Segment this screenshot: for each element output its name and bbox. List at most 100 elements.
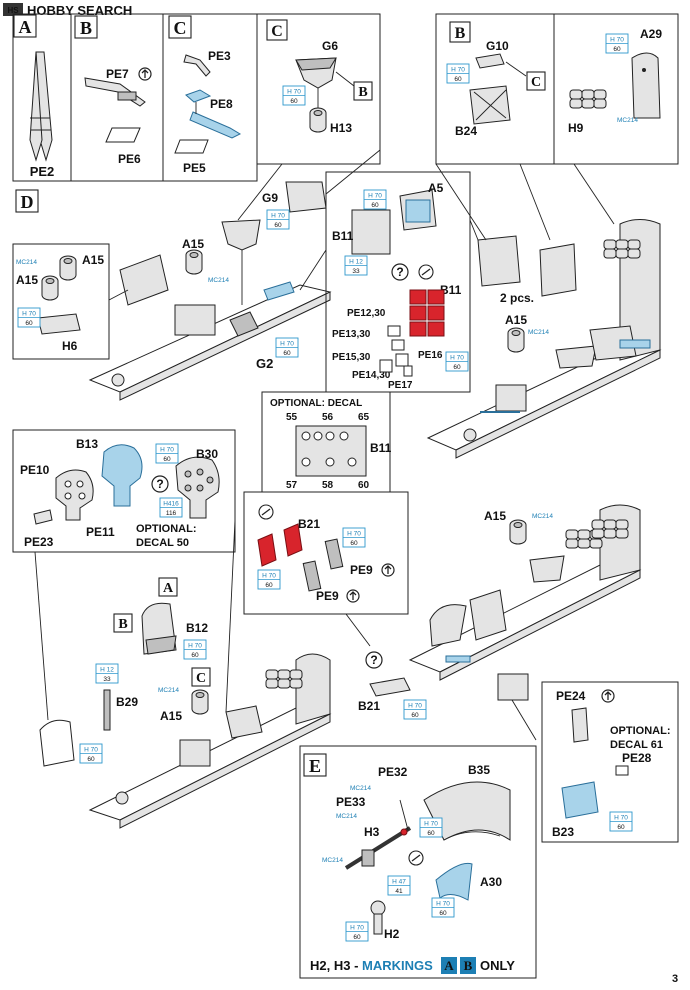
part-b13-drawing (101, 444, 143, 507)
label-pe32: PE32 (378, 765, 408, 779)
svg-text:60: 60 (283, 350, 291, 357)
svg-text:H 70: H 70 (614, 815, 628, 822)
svg-text:60: 60 (163, 456, 171, 463)
svg-text:MC214: MC214 (322, 857, 343, 864)
svg-text:H 70: H 70 (188, 643, 202, 650)
label-h3: H3 (364, 825, 380, 839)
decal-instrument-panel-drawing (295, 425, 367, 477)
ref-letter-b: B (118, 617, 127, 632)
part-h6-drawing (37, 313, 81, 335)
section-letter-b: B (80, 18, 92, 38)
svg-text:41: 41 (395, 888, 403, 895)
label-pe12-30: PE12,30 (347, 308, 386, 319)
footer-marking-a: A (444, 958, 454, 973)
fold-up-icon (138, 67, 152, 81)
label-h2: H2 (384, 927, 400, 941)
label-g6: G6 (322, 39, 338, 53)
label-g9: G9 (262, 191, 278, 205)
svg-text:H 12: H 12 (100, 667, 114, 674)
svg-text:60: 60 (439, 910, 447, 917)
pe-panel-parts-drawing (379, 325, 413, 377)
label-pe2: PE2 (30, 164, 55, 179)
svg-text:H 70: H 70 (368, 193, 382, 200)
label-pe16: PE16 (418, 350, 443, 361)
svg-text:60: 60 (274, 222, 282, 229)
label-a29: A29 (640, 27, 662, 41)
ref-letter-b: B (358, 85, 367, 100)
part-a29-drawing (631, 52, 661, 119)
svg-text:60: 60 (87, 756, 95, 763)
label-decal-61: DECAL 61 (610, 739, 663, 751)
label-b11: B11 (332, 229, 354, 243)
part-b30-drawing (175, 456, 220, 519)
svg-text:H 70: H 70 (271, 213, 285, 220)
svg-text:MC214: MC214 (336, 813, 357, 820)
frame-b13-b30 (12, 429, 236, 553)
label-b23: B23 (552, 825, 574, 839)
label-b30: B30 (196, 447, 218, 461)
label-a15: A15 (182, 237, 204, 251)
svg-text:33: 33 (103, 676, 111, 683)
label-optional: OPTIONAL: (610, 725, 671, 737)
cockpit-assembly-lower-left (88, 653, 332, 829)
svg-text:MC214: MC214 (158, 687, 179, 694)
svg-text:H 70: H 70 (22, 311, 36, 318)
decal-num: 58 (322, 480, 334, 491)
decal-num: 57 (286, 480, 298, 491)
svg-text:H 70: H 70 (610, 37, 624, 44)
svg-text:H416: H416 (163, 501, 179, 508)
footer-marking-b: B (464, 958, 473, 973)
svg-text:H 70: H 70 (350, 925, 364, 932)
label-pe28: PE28 (622, 751, 652, 765)
label-pe33: PE33 (336, 795, 366, 809)
part-pe9-drawing (302, 538, 344, 592)
svg-text:60: 60 (427, 830, 435, 837)
svg-text:MC214: MC214 (208, 277, 229, 284)
frame-section-a29 (553, 13, 679, 165)
section-letter-c: C (174, 18, 187, 38)
svg-text:H 12: H 12 (349, 259, 363, 266)
part-pe10-drawing (55, 469, 94, 521)
label-b11: B11 (440, 283, 462, 297)
svg-text:MC214: MC214 (532, 513, 553, 520)
label-a15: A15 (160, 709, 182, 723)
svg-text:H 70: H 70 (287, 89, 301, 96)
label-pe23: PE23 (24, 535, 54, 549)
svg-text:33: 33 (352, 268, 360, 275)
section-letter-c-sub: C (271, 23, 283, 40)
svg-text:60: 60 (290, 98, 298, 105)
svg-text:60: 60 (453, 364, 461, 371)
svg-text:60: 60 (454, 76, 462, 83)
label-b13: B13 (76, 437, 98, 451)
section-letter-e: E (309, 756, 321, 776)
label-pe17: PE17 (388, 380, 413, 391)
label-pe13-30: PE13,30 (332, 329, 371, 340)
paint-tag-mc214: MC214 (617, 117, 638, 124)
svg-text:H 70: H 70 (436, 901, 450, 908)
svg-text:60: 60 (25, 320, 33, 327)
label-b29: B29 (116, 695, 138, 709)
svg-text:60: 60 (613, 46, 621, 53)
label-b12: B12 (186, 621, 208, 635)
part-b23-drawing (561, 781, 599, 819)
label-pe15-30: PE15,30 (332, 352, 371, 363)
svg-text:60: 60 (265, 582, 273, 589)
svg-text:H 47: H 47 (392, 879, 406, 886)
part-b35-drawing (423, 781, 511, 841)
label-pe3: PE3 (208, 49, 231, 63)
part-b11-red-drawing (409, 289, 445, 337)
label-pe24: PE24 (556, 689, 586, 703)
leader-lines (34, 149, 615, 741)
svg-text:H 70: H 70 (451, 67, 465, 74)
part-pe3-drawing (183, 54, 211, 77)
label-b21: B21 (298, 517, 320, 531)
svg-text:H 70: H 70 (160, 447, 174, 454)
paint-tag-h70: H 70 60 (605, 33, 629, 54)
svg-text:H 70: H 70 (84, 747, 98, 754)
frame-b21 (243, 491, 409, 615)
part-pe8-drawing (185, 89, 242, 139)
part-b29-drawing (103, 689, 111, 731)
label-pe8: PE8 (210, 97, 233, 111)
part-pe2-drawing (29, 51, 53, 162)
